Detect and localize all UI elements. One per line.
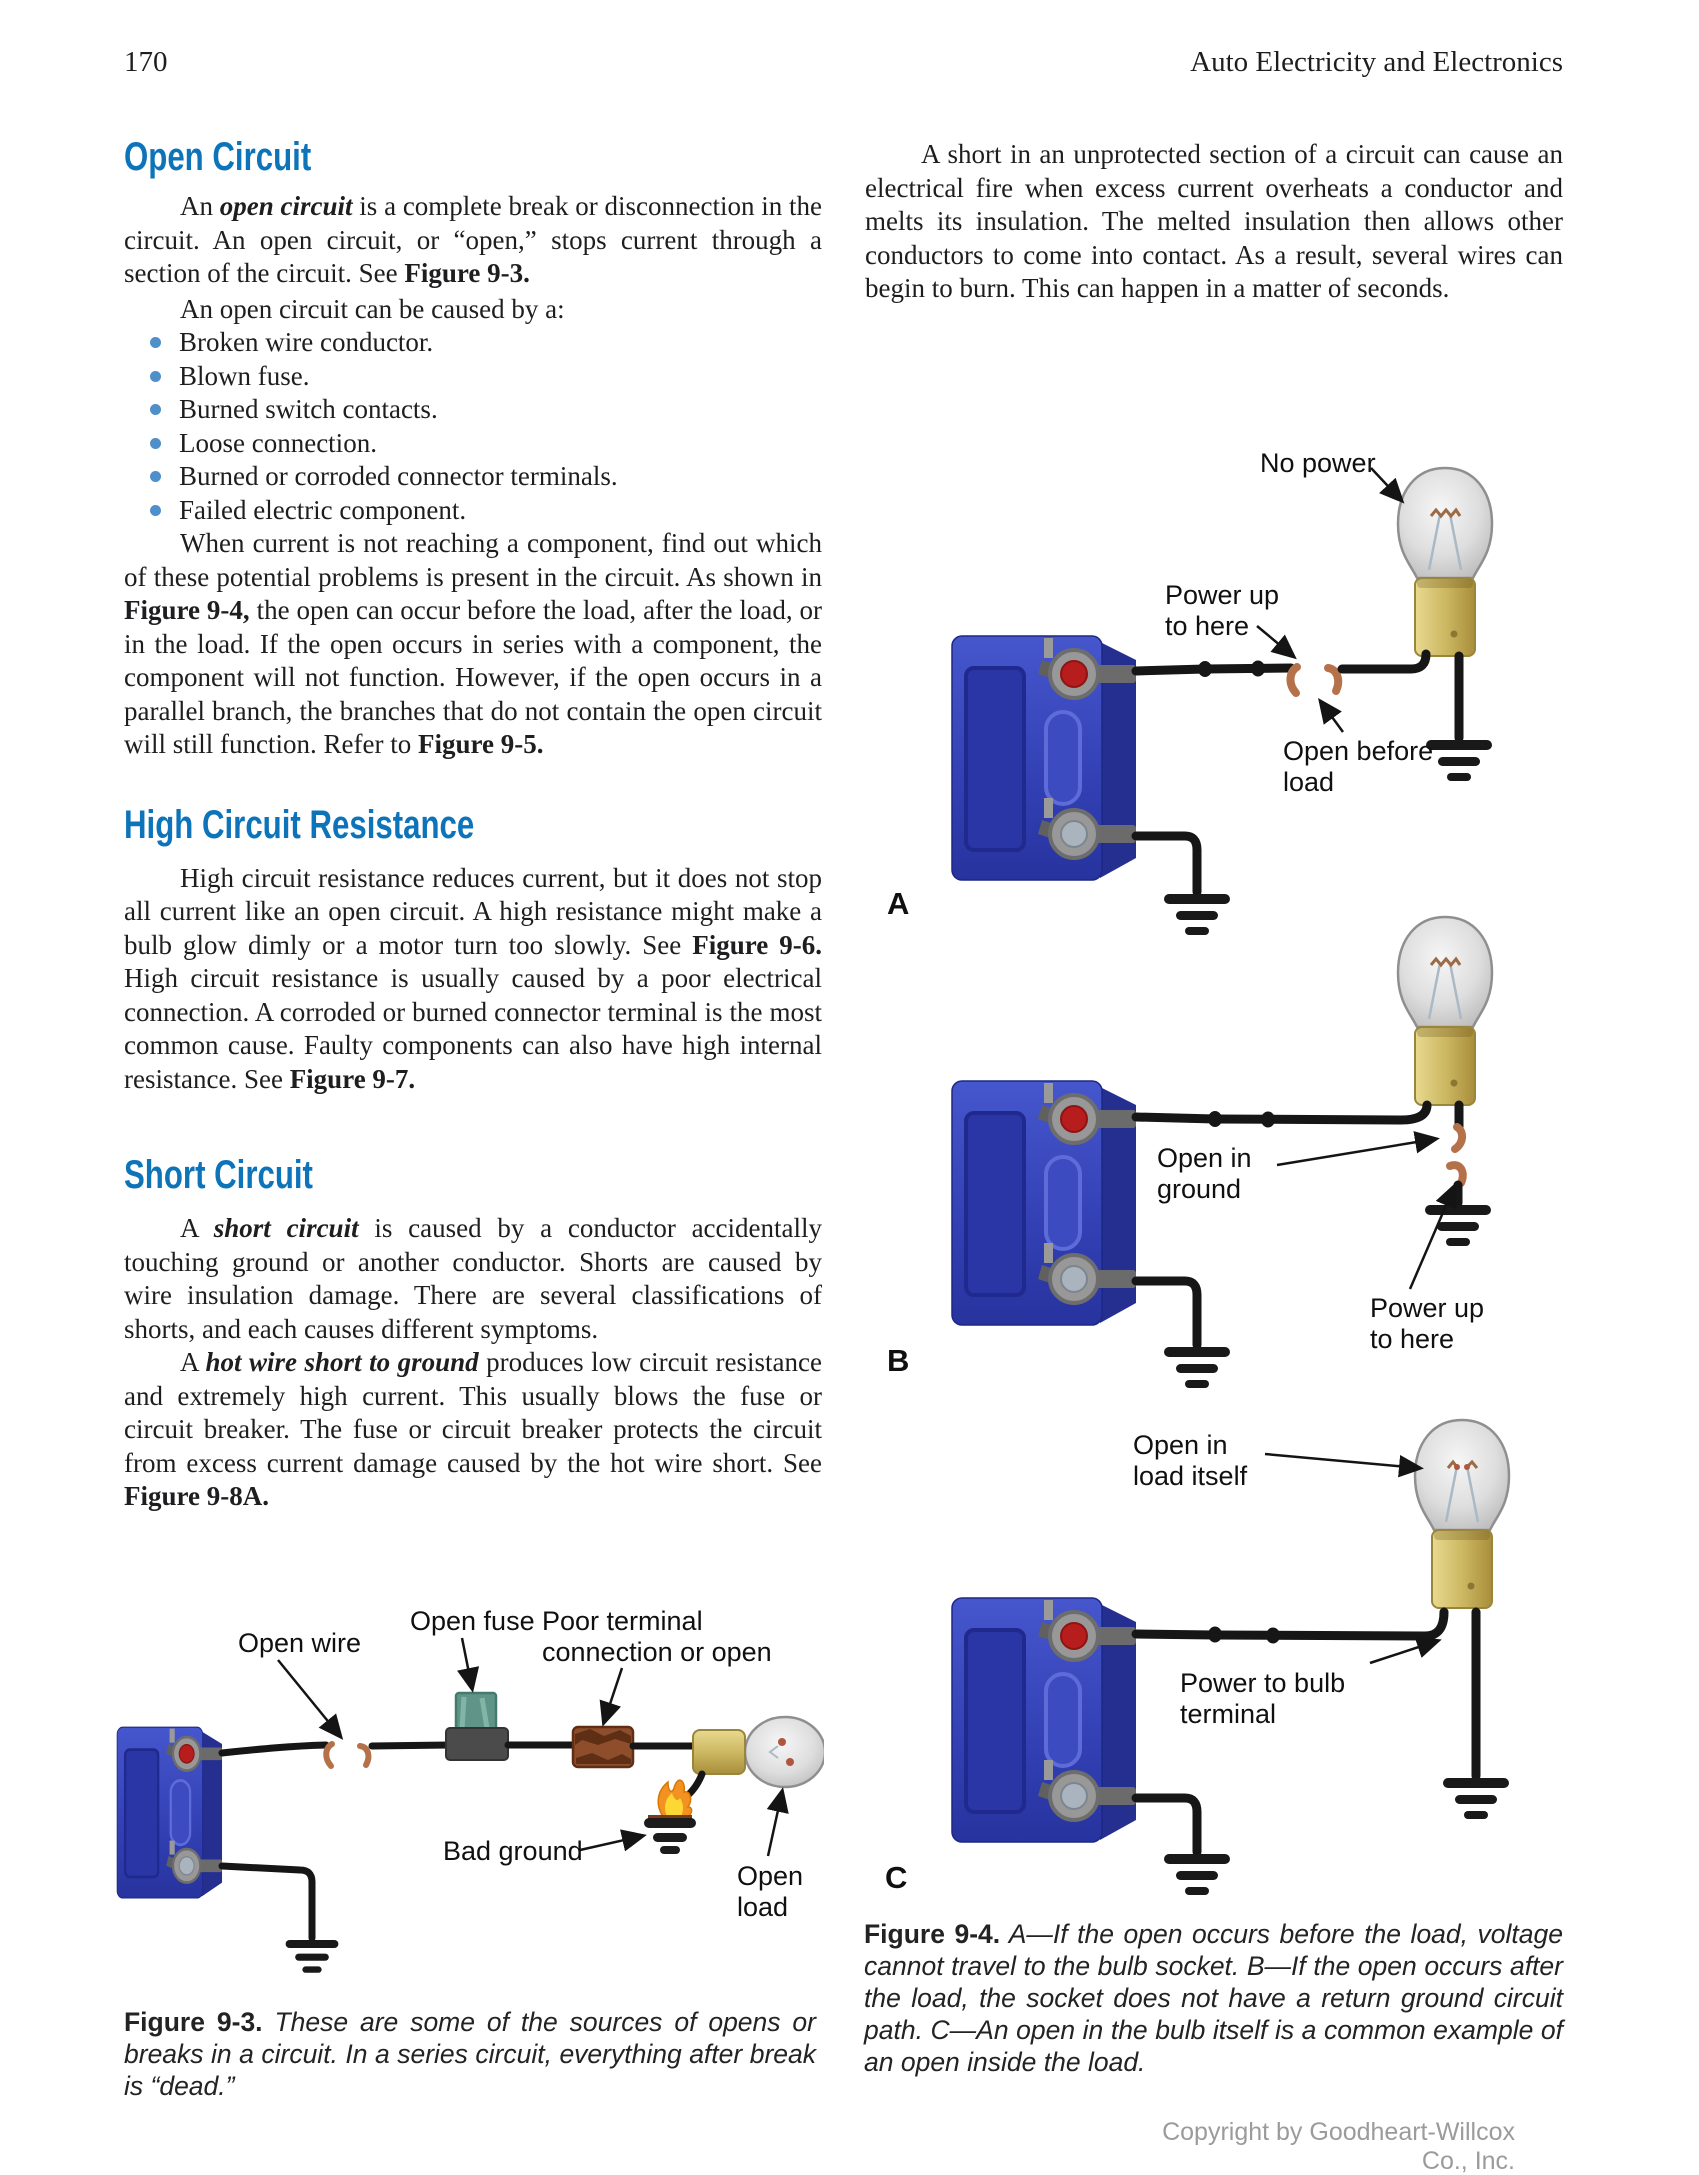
ground-symbol	[285, 1940, 339, 1973]
leader-arrow	[1264, 1452, 1424, 1478]
label-poor-terminal: Poor terminal connection or open	[542, 1606, 772, 1667]
power-wire	[1131, 663, 1296, 676]
broken-wire-end	[357, 1743, 372, 1768]
heading-open-circuit: Open Circuit	[124, 135, 312, 179]
left-column: Open Circuit An open circuit is a comple…	[124, 0, 822, 1514]
power-wire	[1131, 1607, 1449, 1641]
list-item: Blown fuse.	[124, 360, 822, 394]
broken-wire-end	[1446, 1161, 1467, 1187]
leader-arrow	[277, 1659, 344, 1740]
leader-arrow	[1318, 697, 1345, 733]
leader-arrow	[1408, 1182, 1457, 1290]
panel-marker-c: C	[885, 1860, 908, 1895]
list-item: Loose connection.	[124, 427, 822, 461]
label-open-fuse: Open fuse	[410, 1606, 535, 1636]
broken-wire-end	[1324, 664, 1343, 695]
figure-9-4-panel-c: Open in load itself Power to bulb termin…	[865, 1408, 1565, 1900]
bulb-illustration	[1396, 466, 1494, 658]
paragraph-open-causes-intro: An open circuit can be caused by a:	[180, 293, 565, 324]
list-item: Burned switch contacts.	[124, 393, 822, 427]
bullet-icon	[150, 370, 161, 382]
leader-arrow	[1369, 1636, 1442, 1665]
list-item: Burned or corroded connector terminals.	[124, 460, 822, 494]
wire-to-socket	[1337, 649, 1431, 674]
figure-9-3-diagram: Open wire Open fuse Poor terminal connec…	[110, 1598, 824, 1998]
figure-9-4-panel-b: Open in ground Power up to here B	[865, 915, 1565, 1410]
copyright-notice: Copyright by Goodheart-Willcox Co., Inc.	[1162, 2118, 1515, 2175]
label-open-in-ground: Open in ground	[1157, 1143, 1252, 1204]
label-bad-ground: Bad ground	[443, 1836, 583, 1866]
battery-ground-wire	[1131, 831, 1202, 897]
list-item: Broken wire conductor.	[124, 326, 822, 360]
battery-illustration	[115, 1725, 224, 1900]
paragraph-open-circuit-1: An open circuit is a complete break or d…	[124, 191, 822, 288]
bulb-glass	[743, 1715, 824, 1789]
ground-symbol	[1425, 1205, 1491, 1246]
bullet-icon	[150, 504, 161, 516]
bulb-illustration	[1413, 1418, 1511, 1610]
ground-symbol	[1426, 740, 1492, 781]
power-wire	[218, 1741, 330, 1757]
bullet-icon	[150, 404, 161, 415]
bulb-illustration	[1396, 915, 1494, 1107]
paragraph-open-circuit-2: When current is not reaching a component…	[124, 528, 822, 759]
leader-arrow	[1276, 1131, 1440, 1167]
leader-arrow	[1370, 467, 1405, 504]
heading-short-circuit: Short Circuit	[124, 1153, 313, 1197]
label-open-before-load: Open before load	[1283, 736, 1434, 797]
power-wire	[1131, 1100, 1432, 1125]
leader-arrow	[1256, 625, 1297, 660]
fuse-holder	[445, 1727, 509, 1761]
battery-illustration	[950, 1079, 1138, 1327]
bullet-list-open-causes: Broken wire conductor. Blown fuse. Burne…	[124, 326, 822, 527]
label-no-power: No power	[1260, 448, 1376, 478]
broken-wire-end	[1451, 1123, 1466, 1153]
leader-arrow	[579, 1829, 647, 1852]
right-column: A short in an unprotected section of a c…	[865, 0, 1563, 306]
list-item: Failed electric component.	[124, 494, 822, 528]
paragraph-short-intro: A short in an unprotected section of a c…	[865, 139, 1563, 303]
ground-symbol	[1164, 1854, 1230, 1895]
paragraph-short-circuit-1: A short circuit is caused by a conductor…	[124, 1213, 822, 1344]
heading-high-circuit-resistance: High Circuit Resistance	[124, 802, 475, 847]
panel-marker-b: B	[887, 1343, 910, 1378]
leader-arrow	[766, 1787, 789, 1857]
bullet-icon	[150, 471, 161, 482]
paragraph-high-resistance: High circuit resistance reduces current,…	[124, 862, 822, 1094]
battery-ground-wire	[1131, 1793, 1202, 1857]
figure-9-4-caption: Figure 9-4. A—If the open occurs before …	[864, 1919, 1563, 2077]
figure-9-3-caption: Figure 9-3. These are some of the source…	[124, 2007, 816, 2101]
broken-wire-end	[323, 1741, 335, 1769]
label-open-in-load-itself: Open in load itself	[1133, 1430, 1248, 1491]
label-open-wire: Open wire	[238, 1628, 362, 1658]
figure-9-4-panel-a: No power Power up to here Open before lo…	[865, 440, 1565, 940]
corroded-connector	[571, 1725, 635, 1769]
panel-marker-a: A	[887, 886, 910, 921]
label-power-up-to-here: Power up to here	[1165, 580, 1280, 641]
broken-wire-end	[1286, 663, 1301, 697]
bullet-icon	[150, 337, 161, 348]
bullet-icon	[150, 437, 161, 449]
battery-ground-wire	[218, 1862, 316, 1942]
ground-symbol	[1443, 1778, 1509, 1819]
label-power-to-bulb-terminal: Power to bulb terminal	[1180, 1668, 1346, 1729]
ground-symbol	[1164, 1347, 1230, 1388]
label-open-load: Open load	[737, 1861, 804, 1922]
wire-to-fuse	[368, 1741, 454, 1750]
running-head-book-title: Auto Electricity and Electronics	[1190, 46, 1563, 78]
battery-ground-wire	[1131, 1276, 1202, 1350]
leader-arrow	[457, 1637, 480, 1693]
page-number: 170	[124, 46, 168, 78]
paragraph-short-circuit-2: A hot wire short to ground produces low …	[124, 1347, 823, 1511]
bulb-socket	[692, 1729, 746, 1775]
battery-illustration	[950, 634, 1138, 882]
label-power-up-to-here: Power up to here	[1370, 1293, 1485, 1354]
battery-illustration	[950, 1596, 1138, 1844]
leader-arrow	[599, 1667, 624, 1727]
